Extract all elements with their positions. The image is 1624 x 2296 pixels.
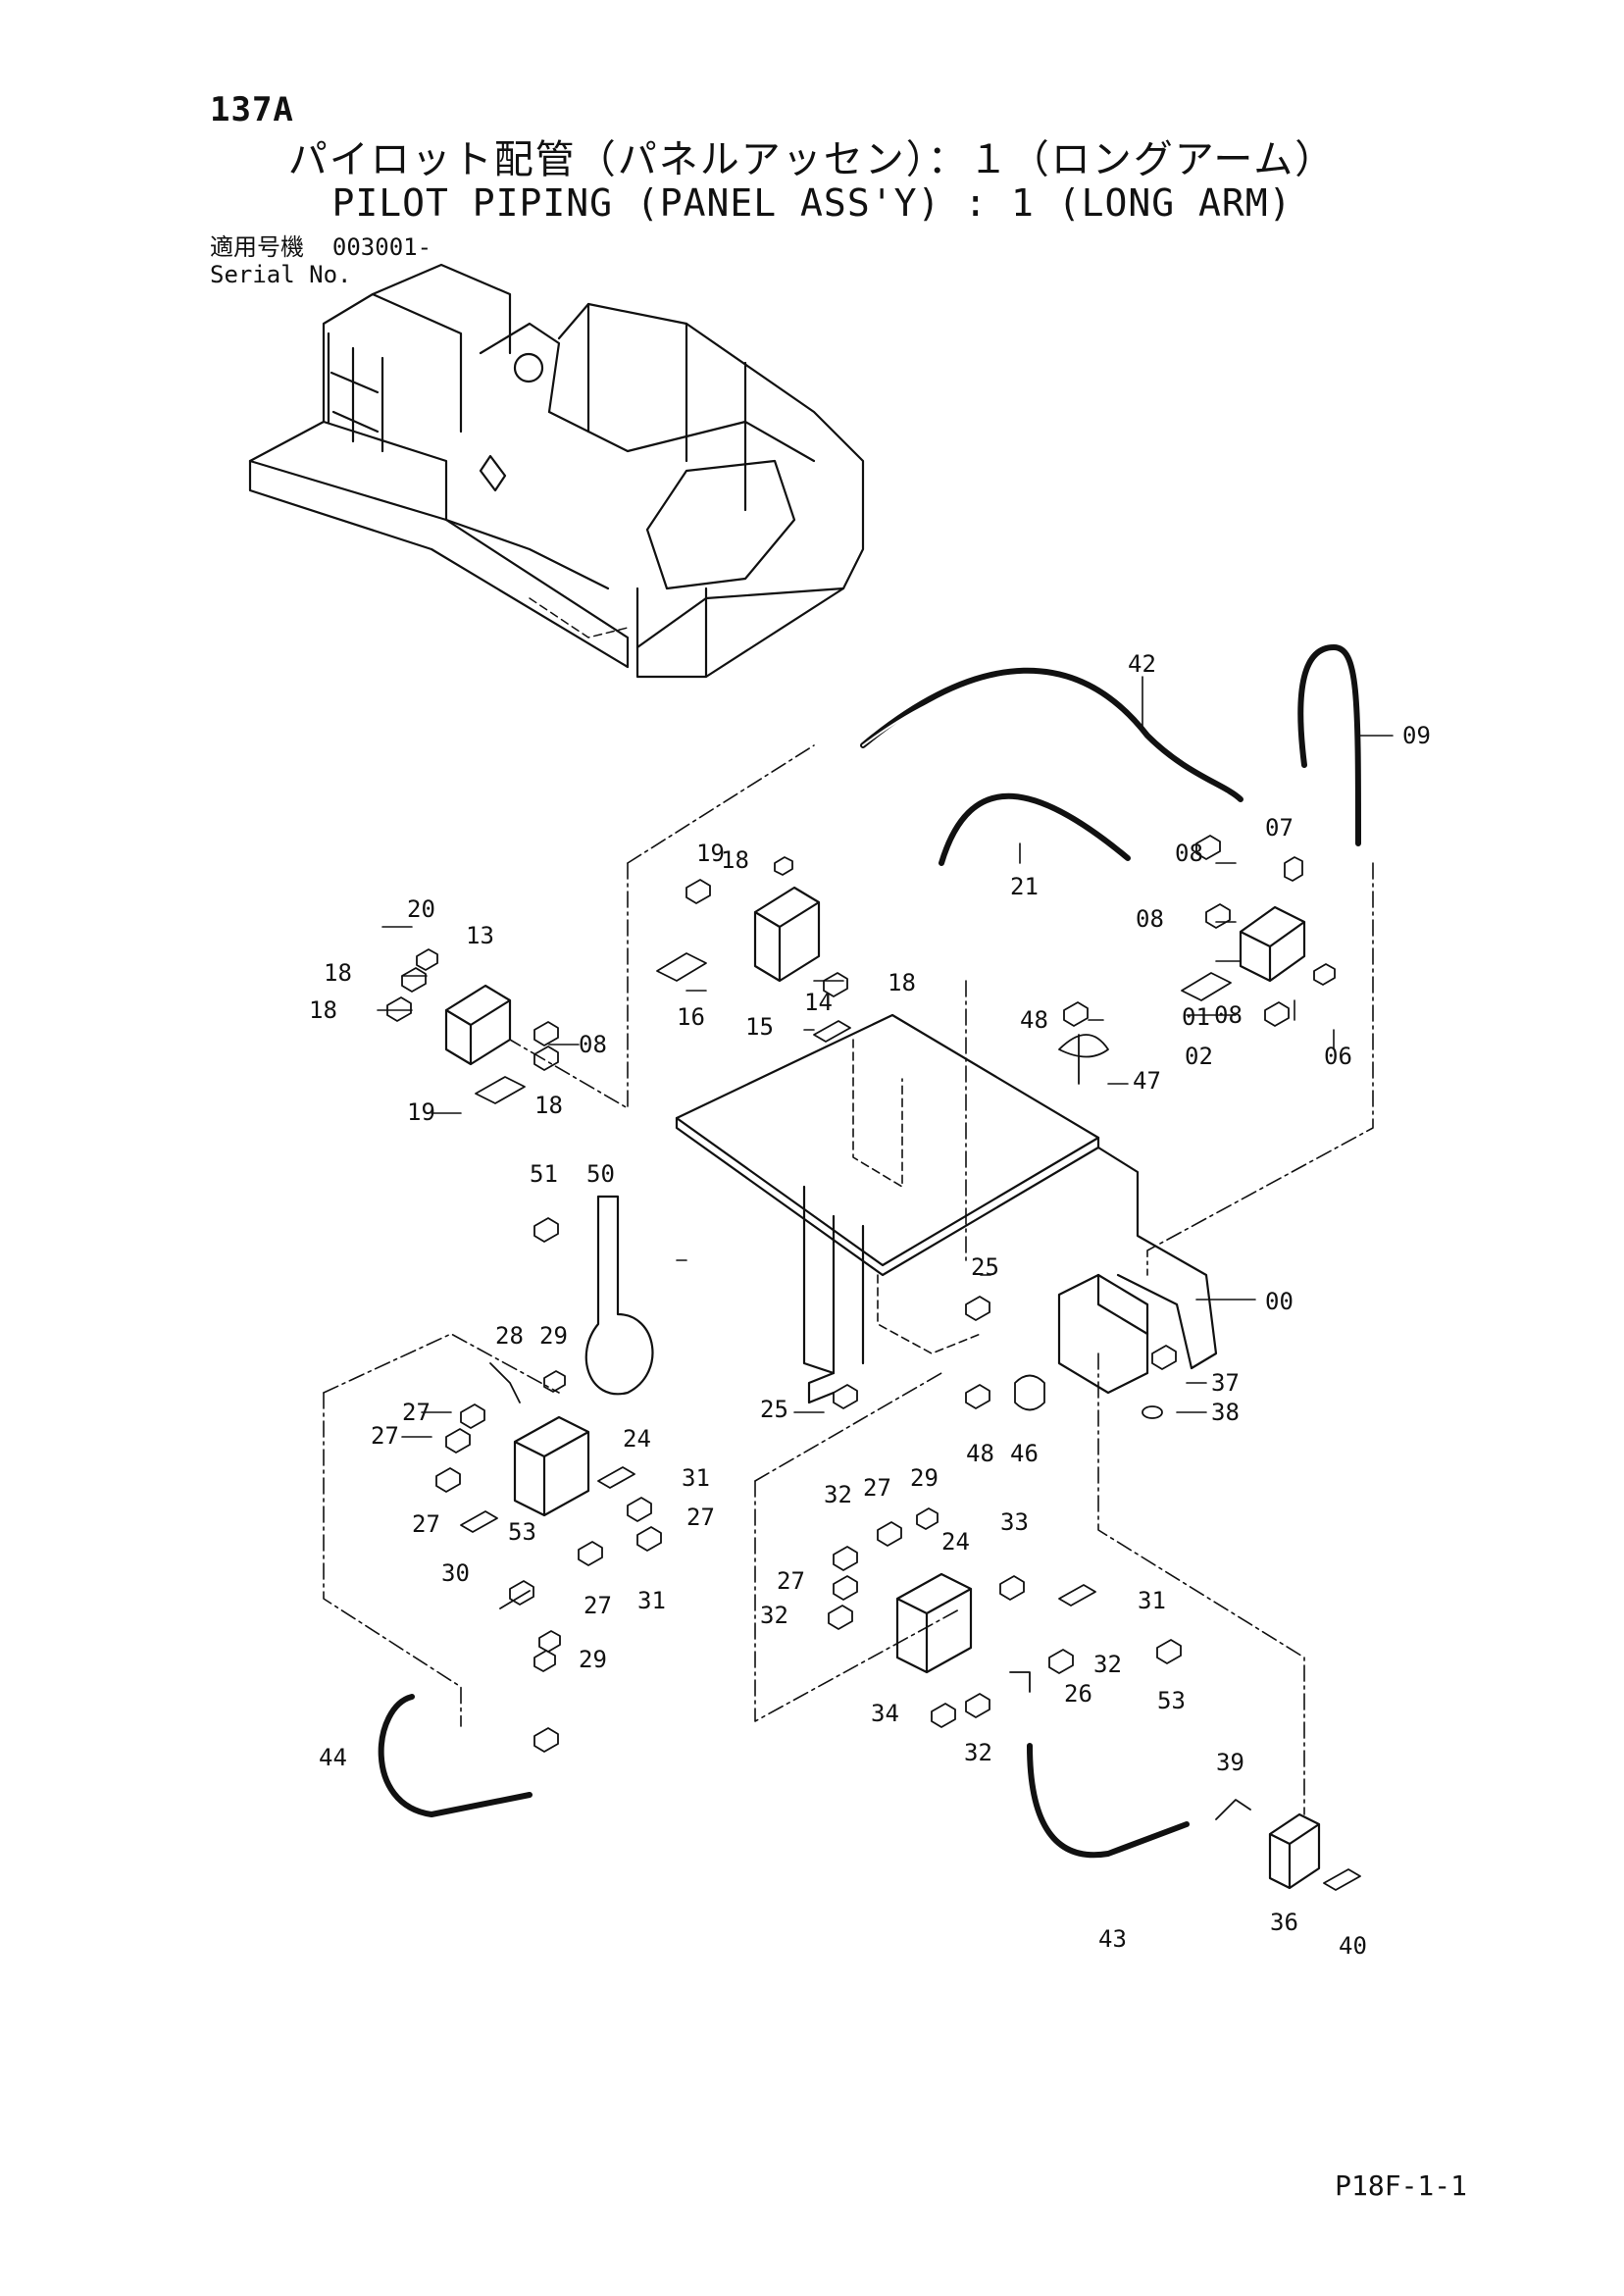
callout-42: 42	[1128, 650, 1156, 678]
callout-37: 37	[1211, 1369, 1240, 1397]
callout-25b: 25	[760, 1396, 788, 1423]
callout-18d: 18	[721, 846, 749, 874]
callout-18e: 18	[888, 969, 916, 996]
callout-labels: 00 01 02 06 07 08 08 08 08 09 13 14 15 1…	[309, 650, 1431, 1960]
callout-39: 39	[1216, 1749, 1244, 1776]
callout-08b: 08	[1136, 905, 1164, 933]
title-japanese: パイロット配管（パネルアッセン）：１（ロングアーム）	[287, 137, 1337, 182]
callout-00: 00	[1265, 1288, 1294, 1315]
callout-27a: 27	[402, 1399, 431, 1426]
footer-code: P18F-1-1	[1335, 2169, 1467, 2202]
callout-27e: 27	[584, 1592, 612, 1619]
callout-50: 50	[586, 1160, 615, 1188]
callout-13: 13	[466, 922, 494, 949]
callout-27g: 27	[777, 1567, 805, 1595]
callout-34: 34	[871, 1700, 899, 1727]
callout-40: 40	[1339, 1932, 1367, 1960]
serial-label-en: Serial No.	[210, 261, 352, 288]
callout-43: 43	[1098, 1925, 1127, 1953]
callout-16: 16	[677, 1003, 705, 1031]
callout-21: 21	[1010, 873, 1039, 900]
callout-02: 02	[1185, 1043, 1213, 1070]
callout-15: 15	[745, 1013, 774, 1041]
valve-blocks	[444, 886, 1321, 1890]
callout-20: 20	[407, 895, 435, 923]
callout-31c: 31	[1138, 1587, 1166, 1614]
callout-27f: 27	[863, 1474, 891, 1502]
callout-18c: 18	[534, 1092, 563, 1119]
callout-18a: 18	[324, 959, 352, 987]
assembly-frames	[323, 744, 1374, 1815]
callout-14: 14	[804, 989, 833, 1016]
callout-08a: 08	[1175, 840, 1203, 867]
bracket-50	[584, 1195, 654, 1396]
callout-31b: 31	[637, 1587, 666, 1614]
machine-overview	[248, 263, 865, 679]
serial-value: 003001-	[331, 233, 432, 261]
callout-29a: 29	[539, 1322, 568, 1350]
callout-46: 46	[1010, 1440, 1039, 1467]
callout-51: 51	[530, 1160, 558, 1188]
panel-plate	[675, 1013, 1218, 1404]
fittings	[386, 835, 1361, 1891]
callout-26: 26	[1064, 1680, 1092, 1708]
callout-08c: 08	[1214, 1001, 1243, 1029]
callout-32d: 32	[964, 1739, 992, 1766]
callout-09: 09	[1402, 722, 1431, 749]
callout-53b: 53	[1157, 1687, 1186, 1714]
callout-47: 47	[1133, 1067, 1161, 1095]
callout-33: 33	[1000, 1508, 1029, 1536]
callout-01: 01	[1182, 1003, 1210, 1031]
callout-32c: 32	[1093, 1651, 1122, 1678]
callout-27c: 27	[412, 1510, 440, 1538]
callout-07: 07	[1265, 814, 1294, 842]
callout-48b: 48	[966, 1440, 994, 1467]
callout-53a: 53	[508, 1518, 536, 1546]
callout-30: 30	[441, 1559, 470, 1587]
callout-29c: 29	[910, 1464, 939, 1492]
callout-08d: 08	[579, 1031, 607, 1058]
callout-36: 36	[1270, 1909, 1298, 1936]
callout-29b: 29	[579, 1646, 607, 1673]
callout-28: 28	[495, 1322, 524, 1350]
callout-32b: 32	[760, 1602, 788, 1629]
hose-assemblies	[378, 644, 1361, 1859]
callout-27b: 27	[371, 1422, 399, 1450]
serial-block: 適用号機 003001- Serial No.	[210, 233, 431, 288]
callout-31a: 31	[682, 1464, 710, 1492]
callout-24a: 24	[623, 1425, 651, 1453]
callout-27d: 27	[686, 1504, 715, 1531]
page-id: 137A	[210, 90, 294, 129]
callout-25a: 25	[971, 1253, 999, 1281]
leader-lines	[377, 676, 1394, 1438]
callout-19b: 19	[407, 1098, 435, 1126]
callout-18b: 18	[309, 996, 337, 1024]
callout-19a: 19	[696, 840, 725, 867]
callout-32a: 32	[824, 1481, 852, 1508]
callout-24b: 24	[941, 1528, 970, 1556]
title-english: PILOT PIPING (PANEL ASS'Y) : 1 (LONG ARM…	[331, 181, 1293, 225]
callout-38: 38	[1211, 1399, 1240, 1426]
callout-44: 44	[319, 1744, 347, 1771]
callout-06: 06	[1324, 1043, 1352, 1070]
serial-label-jp: 適用号機	[210, 233, 304, 261]
callout-48a: 48	[1020, 1006, 1048, 1034]
